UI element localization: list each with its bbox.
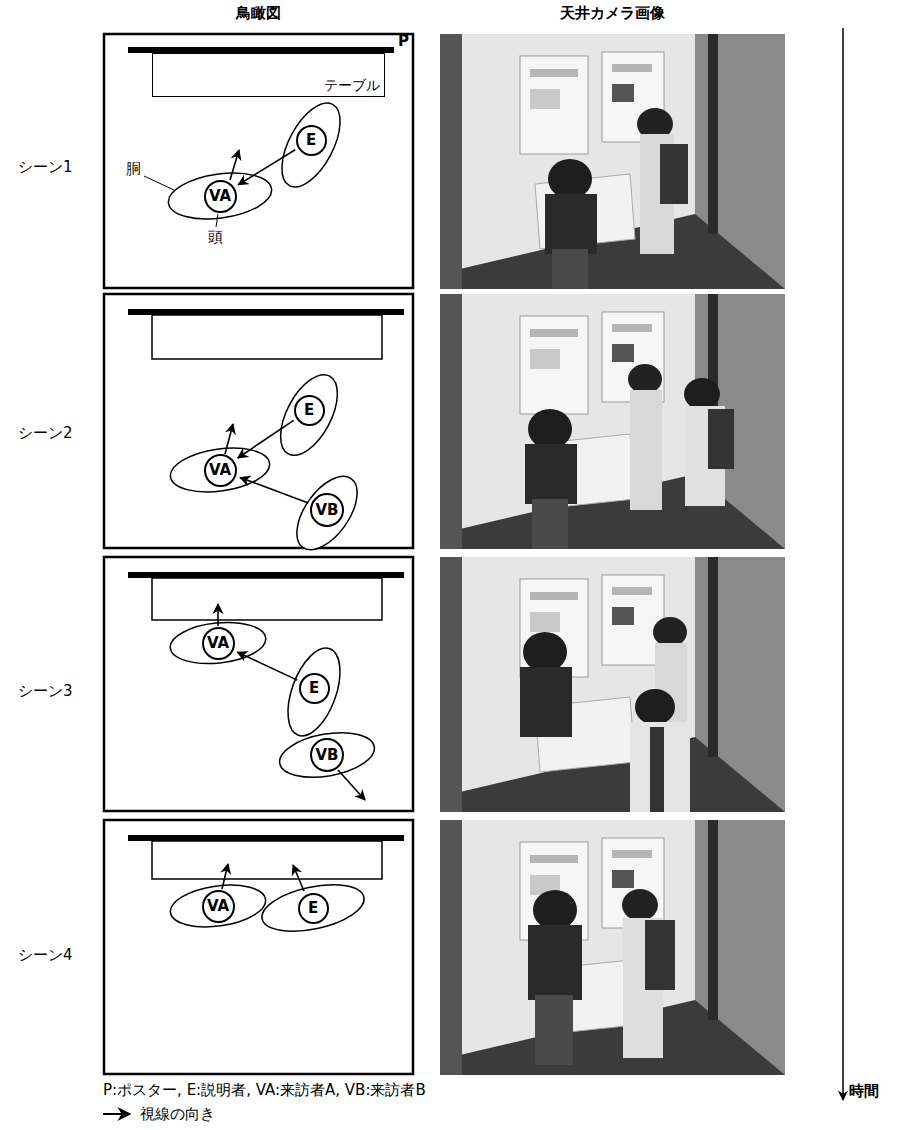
person-head: VA — [204, 454, 237, 487]
axis-label: 時間 — [849, 1082, 879, 1100]
person-head: E — [294, 395, 325, 426]
gaze-arrow — [240, 478, 308, 503]
poster-label: P — [398, 32, 409, 50]
person-head: VB — [310, 738, 344, 772]
legend-text: 視線の向き — [140, 1105, 215, 1123]
person-code: E — [304, 403, 314, 418]
gaze-arrow — [238, 420, 294, 458]
person-code: VA — [209, 463, 231, 478]
scene-label: シーン1 — [18, 158, 73, 176]
person-code: VA — [209, 189, 231, 204]
person-code: E — [309, 681, 319, 696]
person-head: VA — [202, 627, 235, 660]
person-head: E — [299, 673, 330, 704]
person-head: E — [296, 125, 327, 156]
column-heading: 鳥瞰図 — [236, 4, 281, 22]
table-label: テーブル — [324, 77, 380, 94]
person-head: VA — [202, 890, 235, 923]
person-head: E — [298, 893, 329, 924]
gaze-arrow — [237, 652, 297, 680]
part-label: 胴 — [126, 160, 141, 178]
scene-label: シーン4 — [18, 946, 73, 964]
person-head: VA — [204, 180, 237, 213]
person-code: VB — [315, 748, 338, 763]
person-code: VA — [207, 899, 229, 914]
person-code: E — [308, 901, 318, 916]
table-box: テーブル — [152, 53, 385, 97]
person-code: VA — [207, 636, 229, 651]
person-code: VB — [315, 503, 338, 518]
legend-note: P:ポスター, E:説明者, VA:来訪者A, VB:来訪者B — [103, 1081, 426, 1099]
scene-label: シーン3 — [18, 682, 73, 700]
column-heading: 天井カメラ画像 — [560, 4, 665, 22]
part-label: 頭 — [208, 228, 223, 246]
gaze-arrow — [238, 150, 295, 185]
scene-label: シーン2 — [18, 424, 73, 442]
person-code: E — [306, 133, 316, 148]
person-head: VB — [310, 493, 344, 527]
